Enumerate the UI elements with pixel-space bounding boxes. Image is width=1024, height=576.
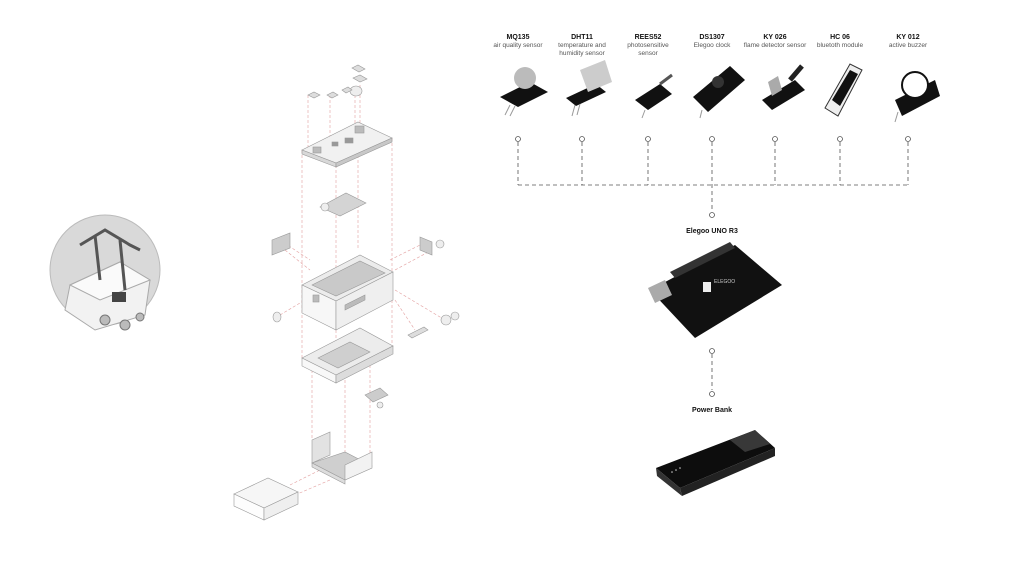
prototype-photo [49, 214, 161, 331]
mq135-module [500, 67, 548, 117]
rees52-module [635, 73, 673, 119]
ky012-module [894, 71, 940, 123]
dht11-module [566, 60, 612, 117]
wiring-lines [515, 136, 911, 397]
hc06-module [824, 63, 863, 117]
arduino-board: ELEGOO [648, 242, 782, 338]
exploded-enclosure-model [233, 64, 460, 521]
ky026-module [762, 64, 805, 110]
controller-label: Elegoo UNO R3 [686, 228, 738, 235]
power-label: Power Bank [691, 407, 733, 414]
board-brand-text: ELEGOO [714, 279, 735, 285]
power-bank-image [656, 430, 775, 496]
sensor-modules [500, 60, 940, 123]
ds1307-module [693, 66, 745, 119]
